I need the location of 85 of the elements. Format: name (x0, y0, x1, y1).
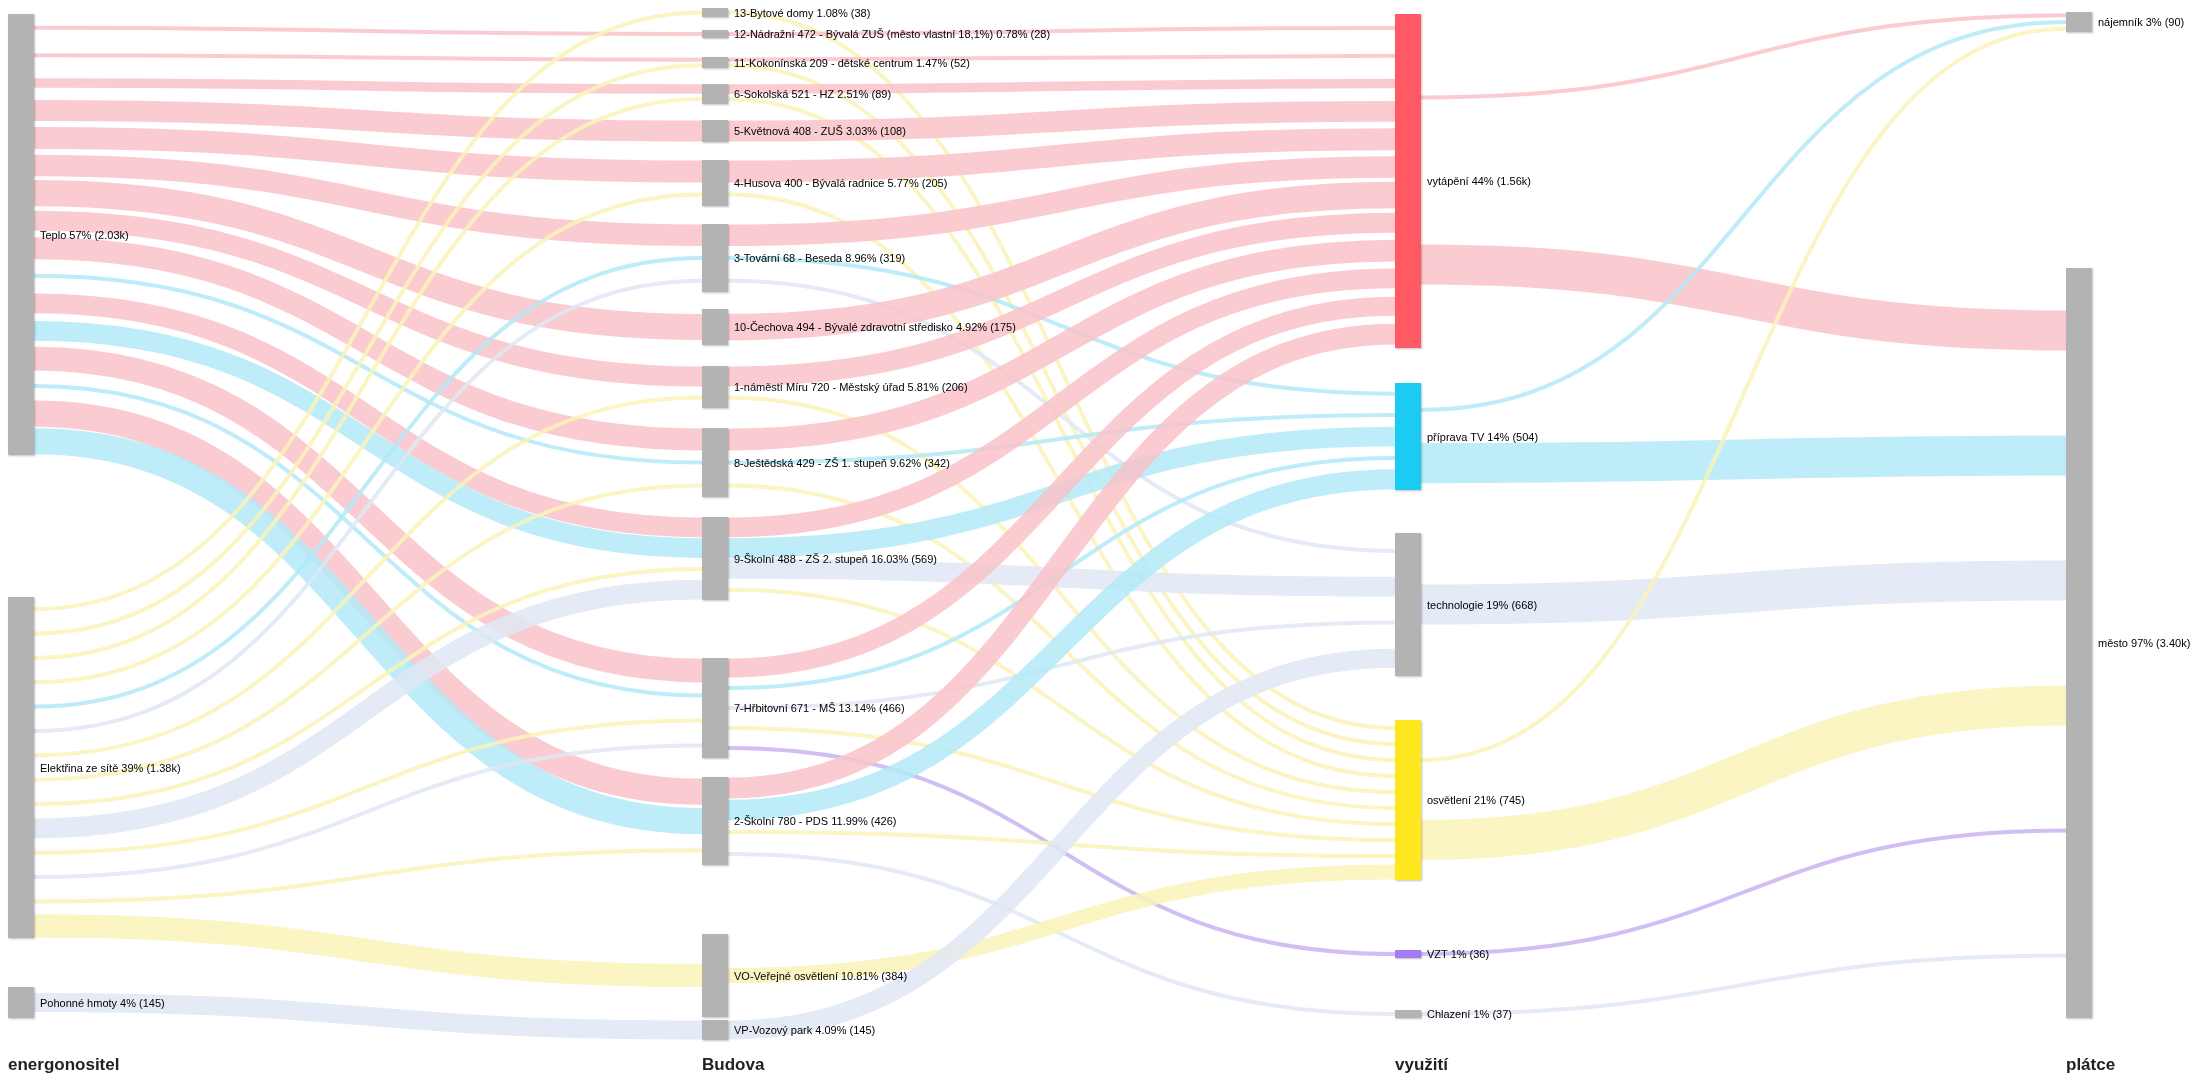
sankey-flow (33, 154, 703, 247)
sankey-flow (727, 559, 1396, 597)
node-label: 10-Čechova 494 - Bývalé zdravotní středisko 4.92% (175) (734, 320, 1016, 334)
sankey-flow (34, 53, 702, 62)
sankey-flow (727, 239, 1396, 451)
node-label: VZT 1% (36) (1427, 947, 1490, 961)
sankey-flow (33, 210, 703, 387)
sankey-flow (33, 914, 703, 988)
sankey-flow (727, 587, 1396, 826)
node-label: VP-Vozový park 4.09% (145) (734, 1023, 876, 1037)
node-label: 1-náměstí Míru 720 - Městský úřad 5.81% (206) (734, 380, 968, 394)
sankey-flow (33, 237, 703, 451)
sankey-flow (33, 127, 703, 183)
node-label: 12-Nádražní 472 - Bývalá ZUŠ (město vlastní 18,1%) 0.78% (28) (734, 27, 1051, 41)
node-label: Elektřina ze sítě 39% (1.38k) (40, 761, 181, 774)
sankey-flow (1420, 244, 2067, 351)
sankey-flow (34, 25, 702, 36)
node-label: vytápění 44% (1.56k) (1427, 174, 1531, 188)
sankey-flow (1420, 26, 2067, 762)
sankey-flow (728, 830, 1395, 858)
node-label: 2-Školní 780 - PDS 11.99% (426) (734, 814, 897, 828)
sankey-flow (727, 864, 1396, 984)
node-label: 7-Hřbitovní 671 - MŠ 13.14% (466) (734, 701, 905, 715)
sankey-flow (727, 426, 1396, 558)
node-label: nájemník 3% (90) (2098, 15, 2185, 29)
sankey-flow (728, 25, 1395, 36)
sankey-flow (34, 78, 702, 94)
sankey-flow (1420, 13, 2067, 100)
node-label: Teplo 57% (2.03k) (40, 228, 129, 241)
sankey-flow (727, 212, 1396, 387)
node-label: město 97% (3.40k) (2098, 636, 2191, 650)
sankey-flow (728, 53, 1395, 62)
sankey-flow (33, 579, 703, 839)
node-label: 8-Ještědská 429 - ZŠ 1. stupeň 9.62% (342) (734, 456, 950, 469)
sankey-flow (727, 746, 1396, 956)
sankey-flow (727, 852, 1396, 1016)
node-label: Chlazení 1% (37) (1427, 1007, 1512, 1021)
sankey-flow (727, 395, 1396, 794)
sankey-flow (33, 100, 703, 142)
node-label: 3-Tovární 68 - Beseda 8.96% (319) (734, 251, 906, 265)
sankey-flow (727, 620, 1396, 710)
sankey-flow (727, 181, 1396, 341)
sankey-flow (33, 384, 703, 698)
sankey-flow (727, 296, 1396, 678)
sankey-flow (33, 566, 703, 807)
sankey-flow (1420, 685, 2067, 860)
sankey-flow (33, 321, 703, 558)
column-heading: Budova (702, 1054, 765, 1076)
sankey-flow (727, 648, 1396, 1040)
sankey-flow (33, 993, 703, 1040)
node-label: VO-Veřejné osvětlení 10.81% (384) (734, 969, 908, 982)
column-heading: využití (1395, 1054, 1448, 1076)
node-label: 13-Bytové domy 1.08% (38) (734, 6, 871, 19)
sankey-flow (33, 273, 703, 465)
sankey-flow (1420, 20, 2067, 412)
sankey-flow (33, 346, 703, 683)
sankey-flow (33, 848, 703, 904)
node-label: 11-Kokonínská 209 - dětské centrum 1.47% (52) (734, 56, 970, 69)
sankey-flow (727, 100, 1396, 142)
sankey-flow (727, 413, 1396, 465)
node-label: technologie 19% (668) (1427, 598, 1538, 611)
sankey-flow (727, 156, 1396, 247)
sankey-flow (33, 192, 703, 685)
node-label: Pohonné hmoty 4% (145) (40, 996, 165, 1009)
sankey-flow (1420, 435, 2067, 484)
sankey-flow (33, 180, 703, 341)
sankey-flow (1420, 560, 2067, 625)
sankey-flow (727, 726, 1396, 842)
sankey-flow (727, 455, 1396, 690)
node-label: 6-Sokolská 521 - HZ 2.51% (89) (734, 87, 892, 101)
sankey-flow (1420, 828, 2067, 956)
node-label: příprava TV 14% (504) (1427, 430, 1539, 443)
sankey-flow (727, 128, 1396, 183)
node-label: 5-Květnová 408 - ZUŠ 3.03% (108) (734, 124, 906, 138)
sankey-flow (1420, 953, 2067, 1016)
node-label: 4-Husova 400 - Bývalá radnice 5.77% (205) (734, 176, 948, 190)
sankey-flow (728, 78, 1395, 94)
sankey-flow (33, 483, 703, 782)
sankey-flow (33, 293, 703, 538)
sankey-flow (33, 718, 703, 855)
column-heading: energonositel (8, 1054, 120, 1076)
sankey-flow (33, 743, 703, 880)
node-label: osvětlení 21% (745) (1427, 793, 1525, 807)
column-heading: plátce (2066, 1054, 2116, 1076)
node-label: 9-Školní 488 - ZŠ 2. stupeň 16.03% (569) (734, 552, 937, 565)
